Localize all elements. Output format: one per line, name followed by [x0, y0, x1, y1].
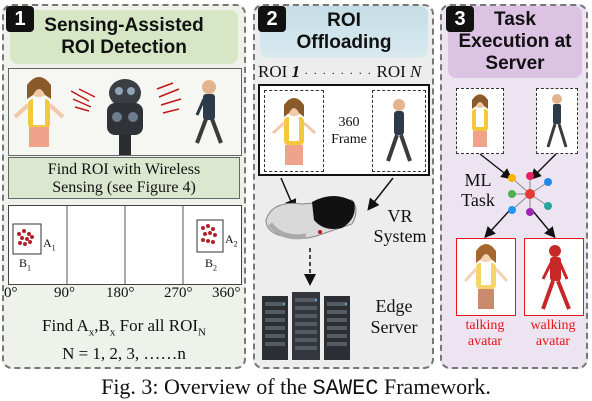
- roi2-b-label: B2: [205, 256, 218, 273]
- input-roi-man: [536, 88, 578, 154]
- roi1-points: [17, 229, 34, 246]
- panel3-badge: 3: [446, 6, 474, 32]
- vr-headset-icon: [265, 196, 357, 240]
- ml-arrows: [479, 153, 557, 239]
- frame-woman-icon: [271, 98, 317, 165]
- edge-server-label: Edge Server: [358, 296, 430, 338]
- caption-prefix: Fig. 3: Overview of the: [101, 374, 313, 399]
- frame-360-box: 360 Frame: [258, 84, 430, 176]
- frame-label-line1: 360: [338, 115, 360, 130]
- angle-plot-svg: [12, 206, 224, 284]
- ml-label-line1: ML: [464, 170, 492, 190]
- frame-roi1-box: [264, 90, 324, 172]
- walking-avatar-icon: [541, 245, 571, 310]
- input-walking-man-icon: [546, 94, 568, 148]
- sensing-box-line2: Sensing (see Figure 4): [52, 179, 196, 196]
- input-woman-icon: [472, 94, 488, 147]
- talking-label-line2: avatar: [467, 334, 503, 349]
- neural-network-icon: [508, 172, 552, 216]
- roi1-b-label: B1: [19, 256, 32, 273]
- frame-roiN-box: [372, 90, 426, 172]
- sensing-scene: [8, 68, 242, 156]
- caption-framework-name: SAWEC: [312, 376, 379, 401]
- frame-to-vr-arrows: [280, 177, 394, 212]
- panel3-title-line3: Server: [485, 53, 545, 74]
- sensing-box-line1: Find ROI with Wireless: [47, 161, 201, 178]
- roi2-box: [196, 219, 224, 253]
- roi1-a-label: A1: [43, 236, 56, 253]
- panel2-title-line2: Offloading: [296, 32, 392, 53]
- edge-label-line1: Edge: [375, 296, 413, 316]
- ml-task-label: ML Task: [452, 170, 504, 210]
- edge-label-line2: Server: [370, 317, 418, 337]
- walking-avatar-box: [524, 238, 584, 316]
- panel1-title-line1: Sensing-Assisted: [44, 15, 204, 36]
- roi2-points: [201, 224, 217, 244]
- angle-tick-0: 0°: [4, 285, 18, 301]
- talking-avatar-icon: [463, 244, 509, 309]
- find-roi-formula: Find Ax,Bx For all ROIN N = 1, 2, 3, ……n: [10, 315, 238, 365]
- talking-avatar-label: talking avatar: [452, 318, 518, 350]
- talking-avatar-box: [456, 238, 516, 316]
- frame-walking-man-icon: [386, 99, 412, 162]
- angle-tick-90: 90°: [54, 285, 75, 301]
- input-roi-woman: [456, 88, 504, 154]
- walking-label-line1: walking: [530, 318, 576, 333]
- sensing-scene-illustration: [13, 77, 223, 155]
- angle-plot: A1 B1 A2 B2: [8, 205, 242, 285]
- walking-label-line2: avatar: [535, 334, 571, 349]
- roi-header: ROI 1 · · · · · · · · ROI N: [258, 62, 422, 81]
- walking-avatar-label: walking avatar: [520, 318, 586, 350]
- camera-360-icon: [107, 79, 143, 155]
- frame-label: 360 Frame: [326, 114, 372, 148]
- figure-caption: Fig. 3: Overview of the SAWEC Framework.: [0, 374, 592, 401]
- angle-tick-180: 180°: [106, 285, 135, 301]
- vr-label-line2: System: [373, 226, 427, 246]
- panel2-title-line1: ROI: [327, 10, 361, 31]
- panel3-title-line1: Task: [494, 9, 536, 30]
- panel1-title-line2: ROI Detection: [61, 37, 187, 58]
- caption-suffix: Framework.: [378, 374, 491, 399]
- vr-label-line1: VR: [387, 206, 413, 226]
- angle-tick-360: 360°: [212, 285, 241, 301]
- wireless-sensing-box: Find ROI with Wireless Sensing (see Figu…: [8, 157, 240, 199]
- panel1-title: Sensing-Assisted ROI Detection: [10, 10, 238, 64]
- roi2-a-label: A2: [225, 232, 238, 249]
- edge-server-icon: [262, 292, 350, 360]
- wireless-waves-left-icon: [70, 88, 96, 112]
- vr-system-label: VR System: [370, 206, 430, 246]
- ml-label-line2: Task: [461, 190, 495, 210]
- angle-tick-270: 270°: [164, 285, 193, 301]
- woman-figure-icon: [13, 77, 65, 147]
- panel3-title-line2: Execution at: [458, 31, 572, 52]
- talking-label-line1: talking: [465, 318, 505, 333]
- wireless-waves-right-icon: [156, 82, 182, 114]
- walking-man-icon: [195, 80, 223, 144]
- panel2-title: ROI Offloading: [260, 6, 428, 58]
- find-line: Find Ax,Bx For all ROIN: [42, 316, 206, 339]
- panel2-badge: 2: [258, 6, 286, 32]
- frame-label-line2: Frame: [331, 132, 367, 147]
- vr-to-server-arrow: [304, 248, 316, 286]
- panel1-badge: 1: [6, 6, 34, 32]
- n-line: N = 1, 2, 3, ……n: [62, 344, 186, 364]
